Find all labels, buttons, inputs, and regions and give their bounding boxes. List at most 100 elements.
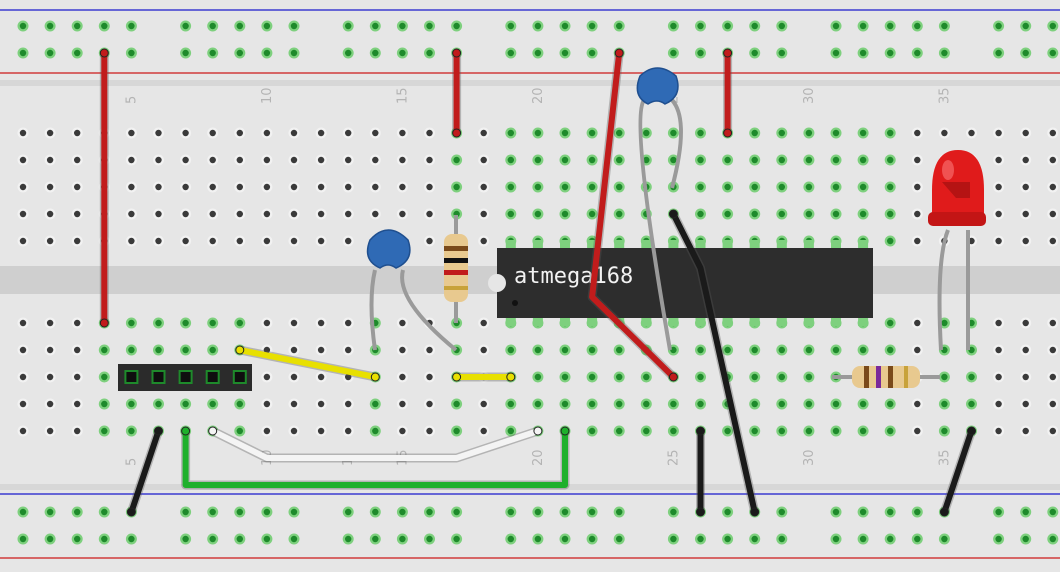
rail-hole-center [697, 535, 704, 543]
wire-end [939, 507, 949, 517]
hole-center [345, 373, 352, 381]
hole-center [507, 346, 514, 354]
hole-center [643, 400, 650, 408]
hole-center [507, 156, 514, 164]
rail-hole-center [561, 535, 569, 543]
rail-hole-center [561, 508, 569, 516]
hole-center [345, 183, 352, 191]
hole-center [101, 346, 108, 354]
hole-center [480, 210, 487, 218]
column-number-label: 35 [937, 449, 952, 466]
hole-center [643, 129, 650, 137]
terminal-strip-top [0, 86, 1060, 266]
hole-center [182, 237, 189, 245]
hole-center [290, 129, 298, 137]
hole-center [290, 319, 298, 327]
hole-center [453, 183, 460, 191]
chip-pin-bottom [722, 318, 733, 326]
hole-center [805, 400, 813, 408]
hole-center [778, 373, 785, 381]
chip-pin-top [776, 240, 787, 248]
hole-center [209, 346, 216, 354]
hole-center [670, 129, 677, 137]
wire [941, 428, 975, 515]
rail-hole-center [941, 49, 948, 57]
rail-hole-center [670, 49, 677, 57]
hole-center [778, 156, 785, 164]
hole-center [616, 427, 623, 435]
hole-center [724, 156, 731, 164]
rail-hole-center [995, 535, 1002, 543]
hole-center [345, 427, 352, 435]
hole-center [128, 129, 135, 137]
rail-hole-center [345, 49, 352, 57]
column-number-label-extra: 1 [341, 458, 356, 466]
rail-hole-center [46, 49, 54, 57]
rail-hole-center [74, 508, 81, 516]
hole-center [968, 129, 975, 137]
hole-center [1022, 400, 1029, 408]
hole-center [317, 373, 325, 381]
hole-center [74, 346, 81, 354]
chip-pin-bottom [560, 318, 570, 326]
rail-hole-center [426, 535, 433, 543]
hole-center [19, 400, 27, 408]
rail-hole-center [588, 22, 596, 30]
hole-center [914, 400, 921, 408]
chip-pin-bottom [858, 318, 869, 326]
hole-center [317, 210, 325, 218]
hole-center [1022, 346, 1029, 354]
hole-center [74, 183, 81, 191]
hole-center [236, 156, 243, 164]
hole-center [588, 210, 596, 218]
hole-center [941, 373, 948, 381]
hole-center [887, 237, 894, 245]
hole-center [263, 237, 271, 245]
hole-center [534, 183, 542, 191]
rail-hole-center [507, 508, 514, 516]
hole-center [968, 373, 975, 381]
chip-pin-top [587, 240, 598, 248]
hole-center [561, 400, 569, 408]
hole-center [372, 183, 379, 191]
wire-end [181, 426, 191, 436]
red-led [928, 150, 986, 351]
chip-pin-top [858, 240, 869, 248]
hole-center [46, 237, 54, 245]
hole-center [507, 400, 514, 408]
rail-hole-center [236, 49, 243, 57]
rail-hole-center [1049, 49, 1057, 57]
rail-hole-center [778, 508, 785, 516]
hole-center [697, 346, 704, 354]
rail-hole-center [697, 22, 704, 30]
hole-center [588, 129, 596, 137]
hole-center [697, 156, 704, 164]
hole-center [616, 183, 623, 191]
rail-hole-center [887, 22, 894, 30]
hole-center [751, 156, 758, 164]
rail-hole-center [1049, 22, 1057, 30]
hole-center [209, 183, 216, 191]
wire [128, 428, 162, 515]
hole-center [1022, 427, 1029, 435]
hole-center [372, 427, 379, 435]
hole-center [19, 319, 27, 327]
wire-end [99, 318, 109, 328]
hole-center [480, 427, 487, 435]
hole-center [859, 346, 867, 354]
rail-hole-center [101, 535, 108, 543]
hole-center [19, 427, 27, 435]
resistor-vertical [444, 215, 468, 323]
hole-center [290, 237, 298, 245]
hole-center [697, 210, 704, 218]
ceramic-capacitor-right [636, 67, 683, 351]
rail-hole-center [19, 535, 27, 543]
hole-center [317, 400, 325, 408]
hole-center [778, 129, 785, 137]
hole-center [19, 183, 27, 191]
hole-center [995, 346, 1002, 354]
hole-center [995, 237, 1002, 245]
hole-center [1022, 210, 1029, 218]
wire [589, 50, 677, 380]
chip-pin-top [532, 240, 543, 248]
